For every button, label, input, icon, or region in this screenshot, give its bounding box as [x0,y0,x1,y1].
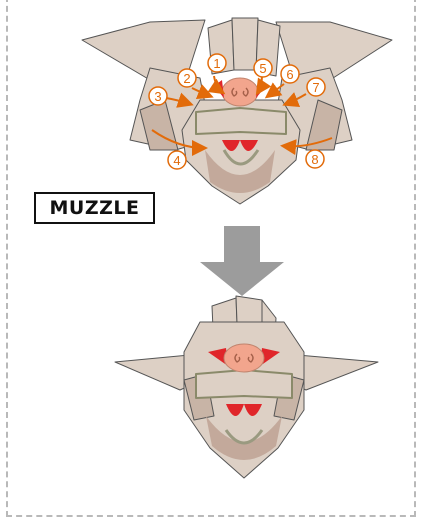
step-label-2: 2 [183,71,190,86]
step-label-8: 8 [311,152,318,167]
step-marker-4: 4 [168,151,186,169]
step-marker-8: 8 [306,150,324,168]
step-label-4: 4 [173,153,180,168]
step-label-6: 6 [286,67,293,82]
crest-tab-center [232,18,258,70]
after-nose [224,344,264,372]
step-figure-after [115,296,378,478]
step-marker-5: 5 [254,59,272,77]
muzzle-label-box: MUZZLE [34,192,155,224]
nose [222,78,258,106]
step-label-3: 3 [154,89,161,104]
step-marker-6: 6 [281,65,299,83]
step-figure-before [82,18,392,204]
muzzle-label: MUZZLE [50,197,140,219]
after-muzzle-plate [196,370,292,398]
step-label-7: 7 [312,80,319,95]
step-marker-7: 7 [307,78,325,96]
down-arrow [200,226,284,296]
muzzle-plate [196,108,286,134]
step-marker-3: 3 [149,87,167,105]
step-marker-2: 2 [178,69,196,87]
step-marker-1: 1 [208,54,226,72]
step-label-5: 5 [259,61,266,76]
step-label-1: 1 [213,56,220,71]
